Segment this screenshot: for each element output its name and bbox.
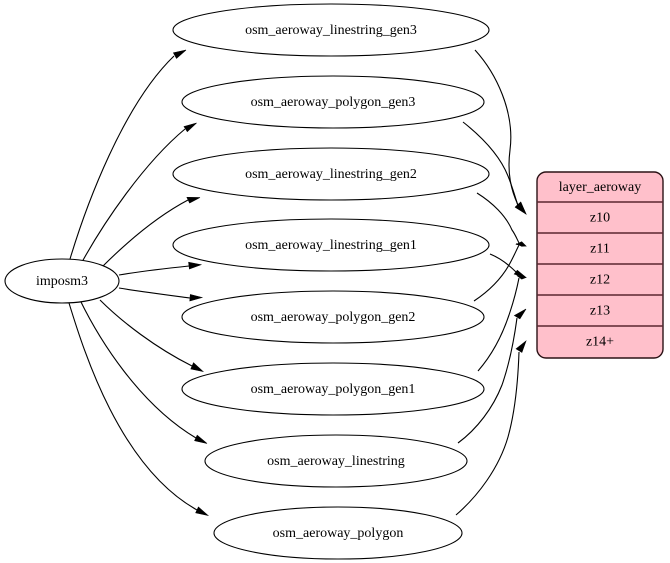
edge-group-imposm3-to-tables xyxy=(68,49,210,517)
layer-aeroway-row-z14plus[interactable]: z14+ xyxy=(586,335,614,350)
layer-aeroway-row-z11[interactable]: z11 xyxy=(590,242,610,257)
node-label-linestring-gen3: osm_aeroway_linestring_gen3 xyxy=(245,23,417,38)
edge-polygon-gen1-to-z12 xyxy=(477,275,528,372)
layer-aeroway-row-z12[interactable]: z12 xyxy=(590,273,610,288)
layer-aeroway-header: layer_aeroway xyxy=(559,180,641,195)
node-osm_aeroway_linestring_gen1[interactable]: osm_aeroway_linestring_gen1 xyxy=(172,218,490,272)
edge-imposm3-to-linestring-gen1 xyxy=(118,261,203,276)
edge-group-tables-to-layer xyxy=(455,49,528,516)
edge-imposm3-to-linestring xyxy=(79,299,208,444)
edge-imposm3-to-polygon-gen2 xyxy=(118,287,204,302)
edge-imposm3-to-linestring-gen2 xyxy=(101,196,201,268)
edge-linestring-gen3-to-z10 xyxy=(474,49,527,215)
node-label-polygon-gen2: osm_aeroway_polygon_gen2 xyxy=(251,310,416,325)
node-imposm3-label: imposm3 xyxy=(36,274,88,289)
node-osm_aeroway_polygon[interactable]: osm_aeroway_polygon xyxy=(213,506,463,560)
layer-aeroway-row-z10[interactable]: z10 xyxy=(590,211,610,226)
node-osm_aeroway_polygon_gen3[interactable]: osm_aeroway_polygon_gen3 xyxy=(181,75,485,129)
edge-imposm3-to-polygon-gen1 xyxy=(99,299,205,373)
node-osm_aeroway_linestring_gen2[interactable]: osm_aeroway_linestring_gen2 xyxy=(172,147,490,201)
node-osm_aeroway_linestring_gen3[interactable]: osm_aeroway_linestring_gen3 xyxy=(172,3,490,57)
edge-polygon-to-z14 xyxy=(455,340,527,516)
node-label-linestring: osm_aeroway_linestring xyxy=(267,454,405,469)
node-label-linestring-gen1: osm_aeroway_linestring_gen1 xyxy=(245,238,417,253)
node-osm_aeroway_linestring[interactable]: osm_aeroway_linestring xyxy=(204,434,468,488)
node-imposm3[interactable]: imposm3 xyxy=(4,258,120,304)
node-osm_aeroway_polygon_gen1[interactable]: osm_aeroway_polygon_gen1 xyxy=(181,362,485,416)
edge-imposm3-to-linestring-gen3 xyxy=(69,49,187,260)
node-label-linestring-gen2: osm_aeroway_linestring_gen2 xyxy=(245,167,417,182)
node-label-polygon-gen1: osm_aeroway_polygon_gen1 xyxy=(251,382,416,397)
node-osm_aeroway_polygon_gen2[interactable]: osm_aeroway_polygon_gen2 xyxy=(181,290,485,344)
edge-imposm3-to-polygon-gen3 xyxy=(81,122,197,263)
edge-linestring-to-z13 xyxy=(457,308,527,444)
node-label-polygon: osm_aeroway_polygon xyxy=(273,526,404,541)
layer-aeroway-row-z13[interactable]: z13 xyxy=(590,304,610,319)
layer-aeroway-table[interactable]: layer_aeroway z10 z11 z12 z13 z14+ xyxy=(536,171,664,359)
node-label-polygon-gen3: osm_aeroway_polygon_gen3 xyxy=(251,95,416,110)
edge-linestring-gen1-to-z12 xyxy=(489,253,527,278)
edge-polygon-gen3-to-z10 xyxy=(462,121,527,215)
edge-imposm3-to-polygon xyxy=(68,302,210,517)
